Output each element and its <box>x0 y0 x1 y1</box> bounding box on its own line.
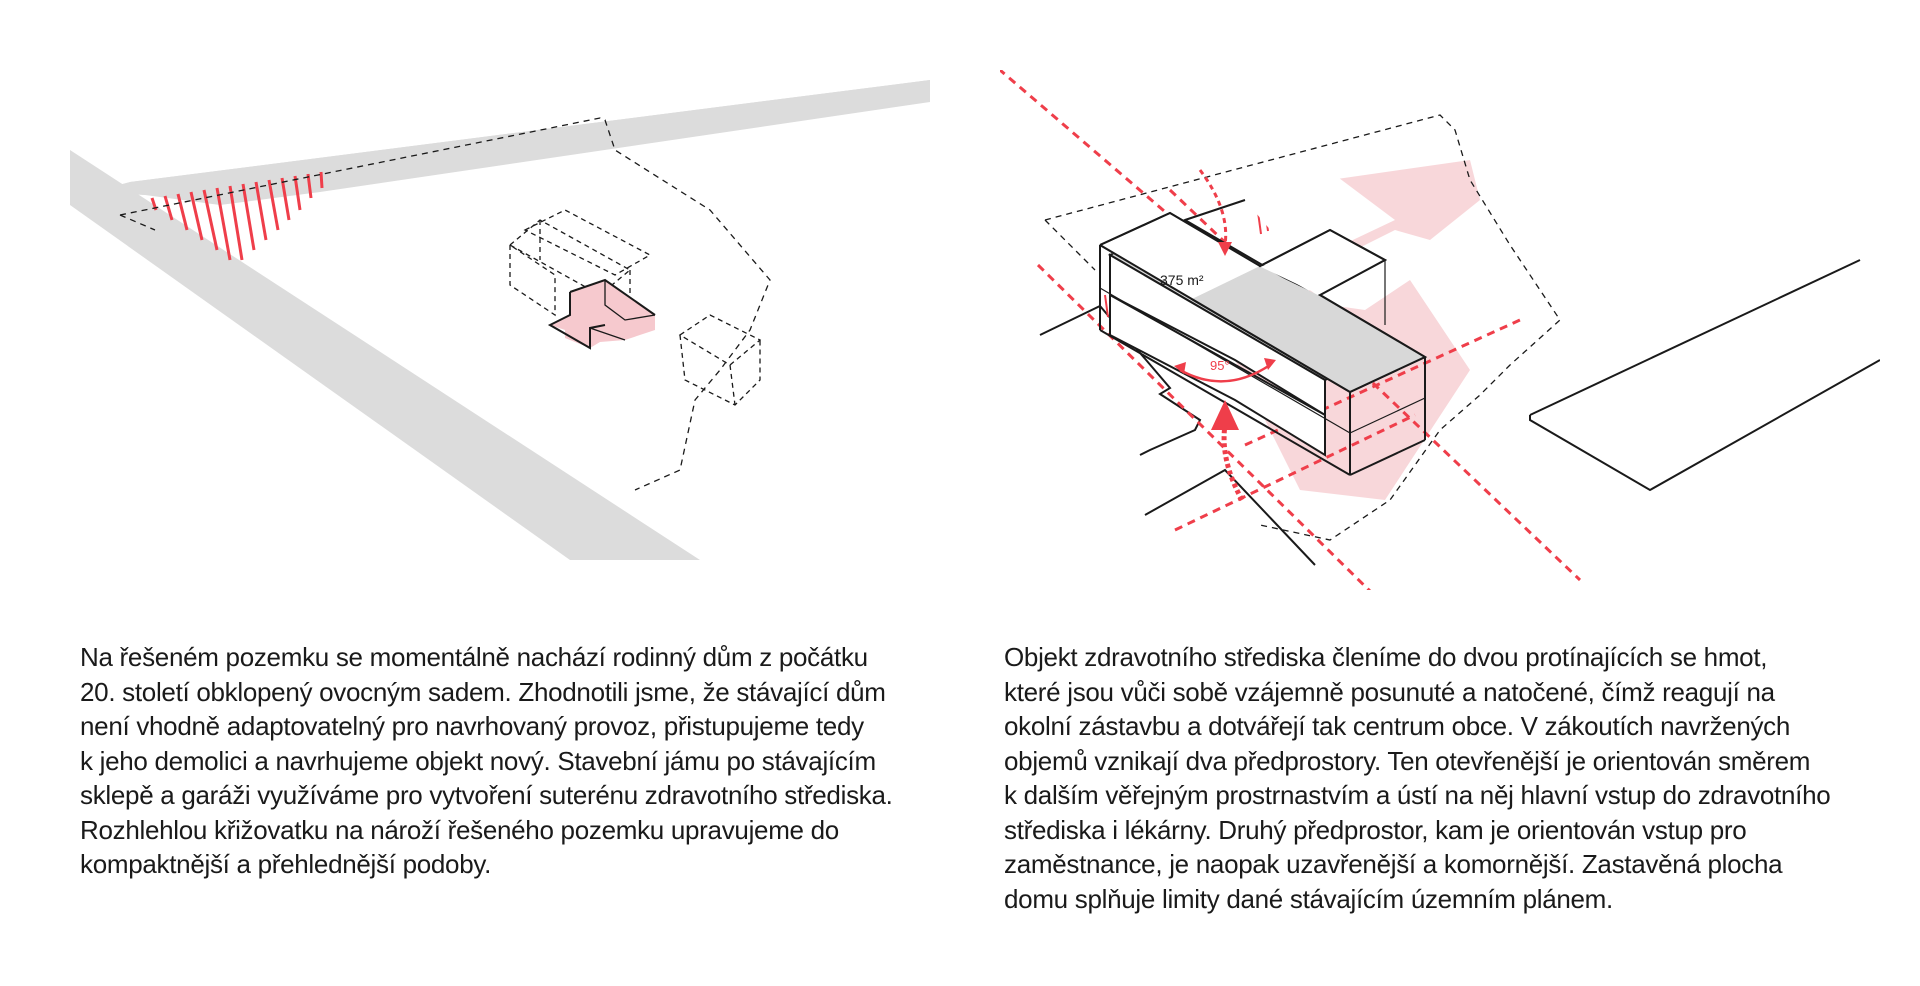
proposed-concept-svg: 375 m² 95° <box>1000 70 1880 590</box>
hatched-corner-area <box>150 171 324 261</box>
floor-area-label: 375 m² <box>1160 272 1204 288</box>
building-top-right-face <box>1261 231 1384 295</box>
plot-boundary <box>119 117 771 491</box>
text-line: zaměstnance, je naopak uzavřenější a kom… <box>1004 849 1783 879</box>
main-entry-arrowhead <box>1211 400 1239 430</box>
text-line: k jeho demolici a navrhujeme objekt nový… <box>80 745 876 776</box>
building-top-shaded <box>1101 247 1424 391</box>
text-line: 20. století obklopený ovocným sadem. Zho… <box>80 676 886 707</box>
text-line: Objekt zdravotního střediska členíme do … <box>1004 642 1768 672</box>
alignment-axes <box>1000 70 1582 590</box>
site-existing-svg <box>70 80 930 560</box>
plot-boundary <box>1044 114 1561 541</box>
text-line: objemů vznikají dva předprostory. Ten ot… <box>1004 745 1811 776</box>
text-line: domu splňuje limity dané stávajícím územ… <box>1004 883 1613 914</box>
text-line: Rozhlehlou křižovatku na nároží řešeného… <box>80 814 839 845</box>
main-entry-arrow <box>1221 424 1245 502</box>
proposal-concept-text: Objekt zdravotního střediska členíme do … <box>1004 640 1884 916</box>
staff-entry-arrowhead <box>1218 242 1232 256</box>
text-line: okolní zástavbu a dotvářejí tak centrum … <box>1004 711 1791 741</box>
angle-arrowhead-right <box>1264 358 1276 370</box>
road-upper-band <box>110 80 930 205</box>
plot-boundary-left <box>1044 219 1096 271</box>
angle-arrowhead-left <box>1174 362 1186 374</box>
text-line: není vhodně adaptovatelný pro navrhovaný… <box>80 711 864 741</box>
staff-entry-arrow <box>1198 169 1228 246</box>
site-existing-diagram <box>70 70 940 580</box>
text-line: k dalším věřejným prostrnastvím a ústí n… <box>1004 780 1831 810</box>
text-line: sklepě a garáži využíváme pro vytvoření … <box>80 780 893 810</box>
text-line: Na řešeném pozemku se momentálně nachází… <box>80 642 868 672</box>
text-line: kompaktnější a přehlednější podoby. <box>80 849 492 879</box>
angle-label: 95° <box>1210 358 1230 373</box>
building-top-outline <box>1099 211 1428 394</box>
demolished-cellar-footprint <box>547 278 656 350</box>
proposed-concept-diagram: 375 m² 95° <box>1000 70 1880 590</box>
existing-situation-text: Na řešeném pozemku se momentálně nachází… <box>80 640 940 882</box>
text-line: střediska i lékárny. Druhý předprostor, … <box>1004 814 1747 845</box>
text-line: které jsou vůči sobě vzájemně posunuté a… <box>1004 676 1775 707</box>
building-top-left-face <box>1101 214 1260 300</box>
angle-arc <box>1179 363 1271 383</box>
road-diagonal <box>70 150 700 560</box>
